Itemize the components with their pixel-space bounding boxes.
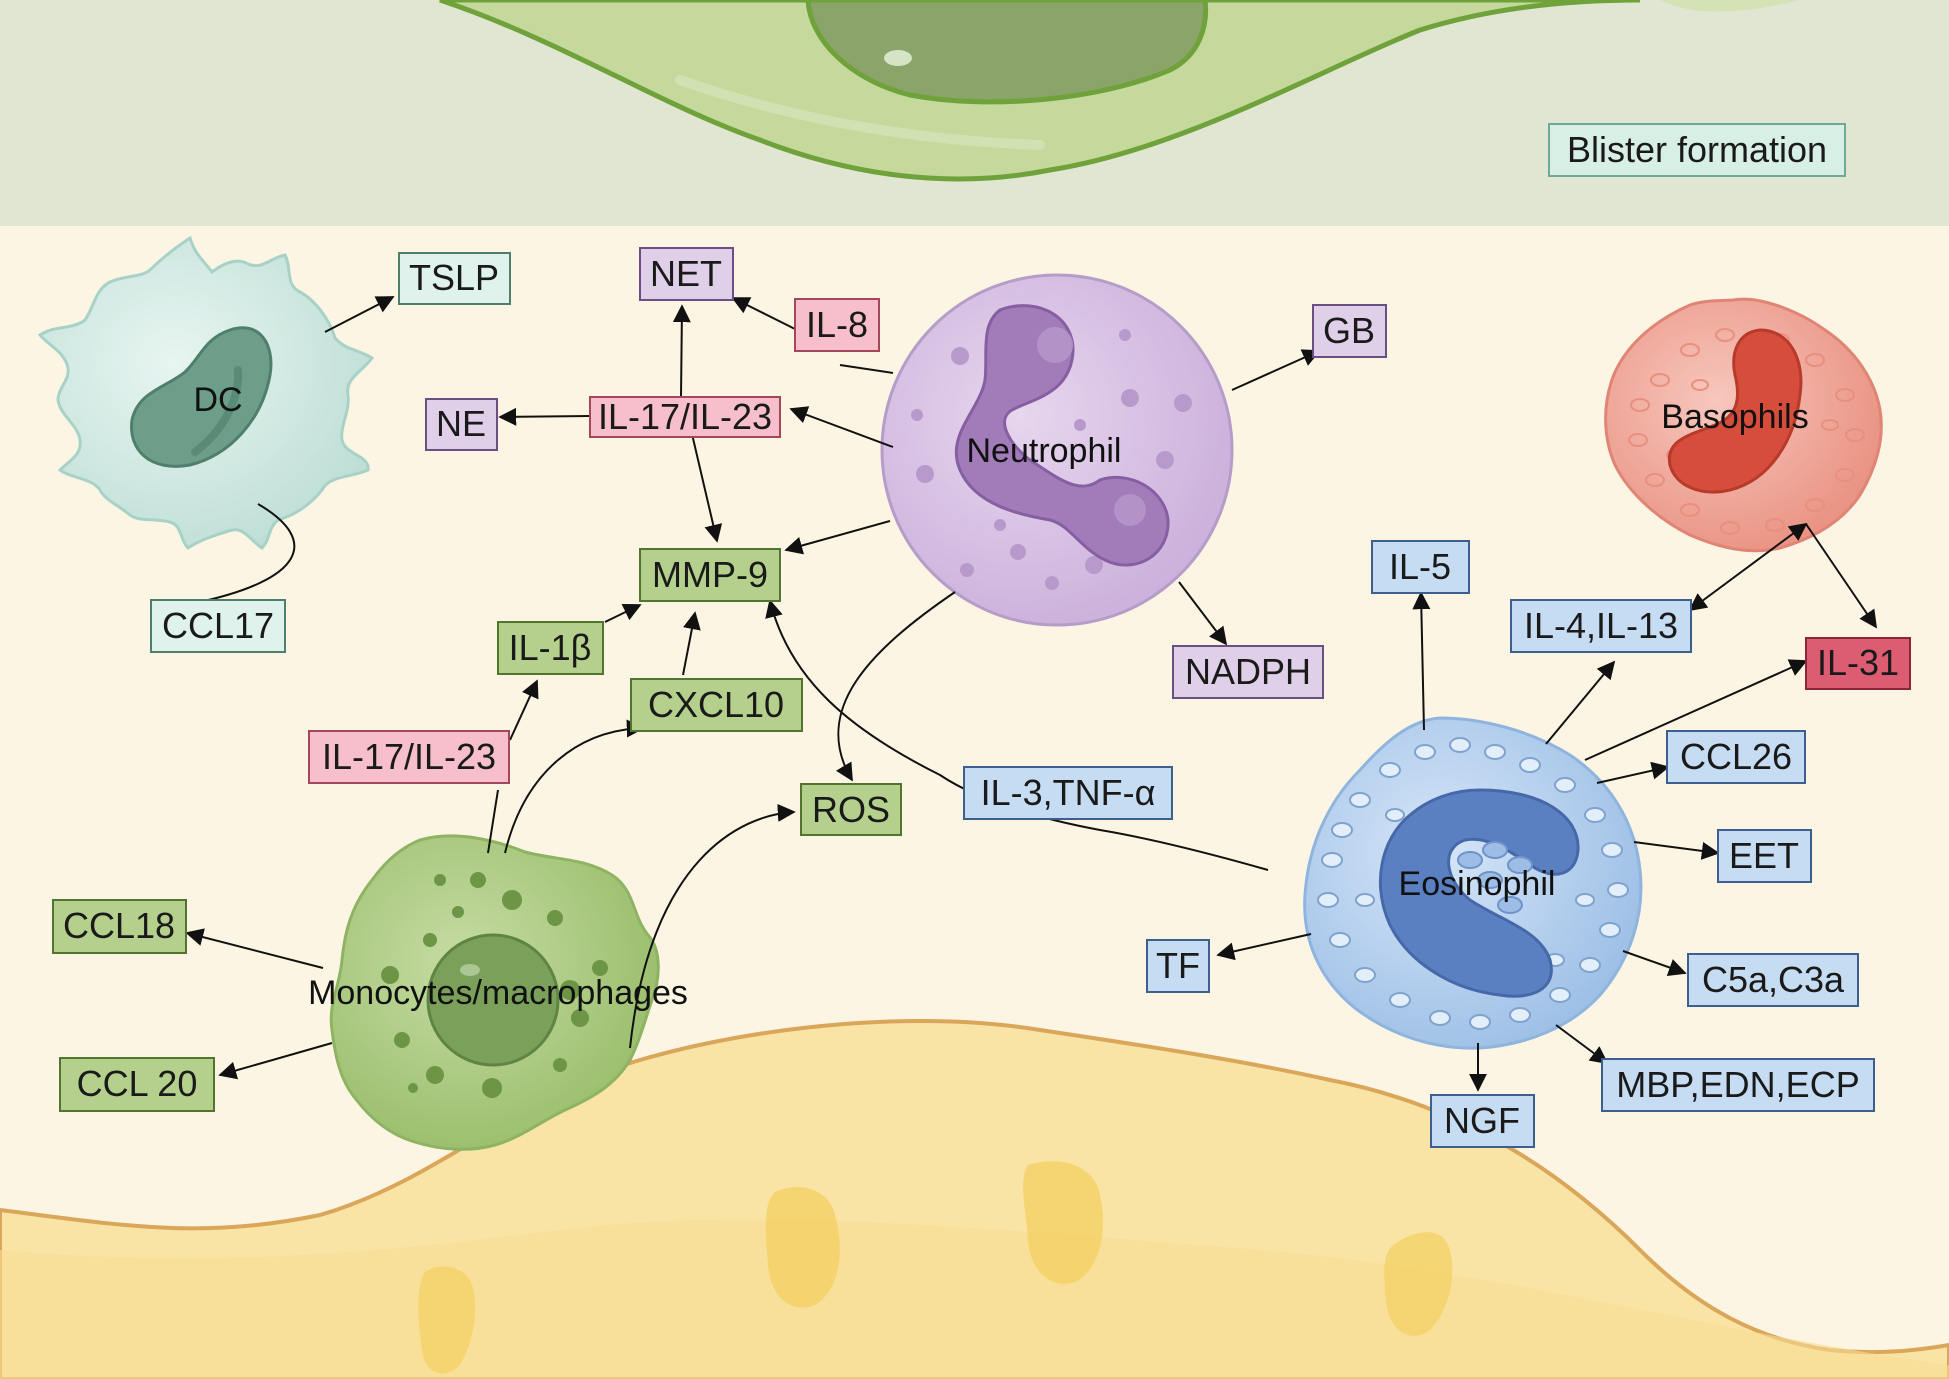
mmp9-box: MMP-9 bbox=[639, 548, 781, 602]
net-box: NET bbox=[639, 247, 734, 301]
svg-text:TF: TF bbox=[1156, 945, 1200, 986]
ne-box: NE bbox=[425, 398, 498, 451]
arrow-monocyte-ccl20 bbox=[218, 1042, 333, 1080]
il4-il13-box: IL-4,IL-13 bbox=[1510, 599, 1692, 653]
label-boxes: Blister formation TSLP CCL17 NET IL-8 IL… bbox=[52, 123, 1911, 1148]
ccl17-box: CCL17 bbox=[150, 599, 286, 653]
arrow-eosinophil-mbp bbox=[1555, 1024, 1609, 1065]
arrow-neutrophil-ros bbox=[835, 591, 956, 782]
monocytes-label: Monocytes/macrophages bbox=[308, 974, 688, 1012]
svg-text:ROS: ROS bbox=[812, 789, 890, 830]
svg-text:IL-3,TNF-α: IL-3,TNF-α bbox=[981, 772, 1156, 813]
svg-text:GB: GB bbox=[1323, 310, 1375, 351]
arrow-cxcl10-mmp9 bbox=[682, 611, 701, 676]
ngf-box: NGF bbox=[1430, 1094, 1535, 1148]
cxcl10-box: CXCL10 bbox=[630, 678, 803, 732]
dc-cell: DC bbox=[37, 235, 375, 550]
svg-text:NET: NET bbox=[650, 253, 722, 294]
svg-text:MBP,EDN,ECP: MBP,EDN,ECP bbox=[1616, 1064, 1859, 1105]
arrow-eosinophil-eet bbox=[1633, 841, 1720, 860]
arrow-eosinophil-c5a bbox=[1622, 950, 1687, 977]
gb-box: GB bbox=[1312, 304, 1387, 358]
mbp-edn-ecp-box: MBP,EDN,ECP bbox=[1601, 1058, 1875, 1112]
il31-box: IL-31 bbox=[1805, 637, 1911, 690]
svg-text:CXCL10: CXCL10 bbox=[648, 684, 784, 725]
arrow-il17-net bbox=[672, 304, 691, 398]
svg-text:MMP-9: MMP-9 bbox=[652, 554, 768, 595]
blister-formation-box: Blister formation bbox=[1548, 123, 1846, 177]
svg-text:CCL26: CCL26 bbox=[1680, 736, 1792, 777]
il17-il23-top-box: IL-17/IL-23 bbox=[589, 396, 781, 438]
c5a-c3a-box: C5a,C3a bbox=[1687, 953, 1859, 1007]
neutrophil-cell: Neutrophil bbox=[880, 273, 1234, 627]
line-neutrophil-il8 bbox=[839, 364, 894, 374]
arrow-il17-ne bbox=[498, 407, 591, 426]
line-monocyte-il17 bbox=[487, 789, 499, 854]
basophils-cell: Basophils bbox=[1604, 297, 1883, 553]
il3-tnfa-box: IL-3,TNF-α bbox=[963, 766, 1173, 820]
arrow-il17-mmp9 bbox=[691, 433, 723, 543]
arrow-basophils-il31 bbox=[1805, 523, 1878, 629]
arrow-il4-basophils bbox=[1688, 522, 1808, 612]
svg-text:IL-5: IL-5 bbox=[1389, 546, 1451, 587]
svg-text:IL-4,IL-13: IL-4,IL-13 bbox=[1524, 605, 1678, 646]
svg-text:NGF: NGF bbox=[1444, 1100, 1520, 1141]
svg-text:TSLP: TSLP bbox=[409, 257, 499, 298]
monocyte-cell: Monocytes/macrophages bbox=[308, 834, 688, 1151]
arrow-eosinophil-tf bbox=[1216, 933, 1312, 961]
eosinophil-cell: Eosinophil bbox=[1303, 716, 1643, 1050]
nadph-box: NADPH bbox=[1172, 645, 1324, 699]
svg-text:CCL 20: CCL 20 bbox=[77, 1063, 198, 1104]
arrow-monocyte-ccl18 bbox=[185, 928, 324, 969]
svg-text:C5a,C3a: C5a,C3a bbox=[1702, 959, 1845, 1000]
dc-label: DC bbox=[193, 381, 242, 419]
svg-text:IL-1β: IL-1β bbox=[509, 627, 592, 668]
arrow-eosinophil-il31 bbox=[1584, 659, 1808, 761]
arrow-neutrophil-mmp9 bbox=[784, 520, 891, 555]
line-dc-ccl17 bbox=[194, 503, 296, 604]
arrow-neutrophil-nadph bbox=[1178, 581, 1228, 646]
tf-box: TF bbox=[1146, 939, 1210, 993]
ccl20-box: CCL 20 bbox=[59, 1057, 215, 1112]
il8-box: IL-8 bbox=[794, 298, 880, 352]
arrow-monocyte-cxcl10 bbox=[504, 719, 645, 854]
svg-text:CCL18: CCL18 bbox=[63, 905, 175, 946]
svg-text:NADPH: NADPH bbox=[1185, 651, 1311, 692]
eet-box: EET bbox=[1717, 829, 1812, 883]
il1b-box: IL-1β bbox=[497, 621, 604, 675]
ros-box: ROS bbox=[800, 783, 902, 836]
arrow-monocyte-ros bbox=[629, 803, 796, 1049]
svg-text:Blister formation: Blister formation bbox=[1567, 129, 1827, 170]
svg-text:IL-8: IL-8 bbox=[806, 304, 868, 345]
arrow-eosinophil-il4 bbox=[1545, 660, 1616, 745]
arrow-eosinophil-il5 bbox=[1412, 591, 1431, 731]
svg-text:NE: NE bbox=[436, 403, 486, 444]
arrow-eosinophil-ccl26 bbox=[1596, 761, 1670, 784]
svg-text:IL-17/IL-23: IL-17/IL-23 bbox=[598, 396, 772, 437]
tslp-box: TSLP bbox=[398, 252, 511, 305]
basophils-label: Basophils bbox=[1661, 398, 1808, 436]
svg-text:IL-31: IL-31 bbox=[1817, 642, 1899, 683]
eosinophil-label: Eosinophil bbox=[1399, 865, 1556, 903]
arrow-il17-il1b bbox=[509, 679, 539, 741]
arrow-il1b-mmp9 bbox=[604, 603, 642, 623]
svg-text:EET: EET bbox=[1729, 835, 1799, 876]
il17-il23-low-box: IL-17/IL-23 bbox=[308, 730, 510, 784]
arrow-neutrophil-gb bbox=[1231, 349, 1321, 391]
ccl18-box: CCL18 bbox=[52, 899, 187, 954]
arrow-neutrophil-il17 bbox=[789, 406, 894, 448]
arrow-dc-tslp bbox=[324, 296, 395, 333]
ccl26-box: CCL26 bbox=[1666, 730, 1806, 784]
svg-text:IL-17/IL-23: IL-17/IL-23 bbox=[322, 736, 496, 777]
arrow-il8-net bbox=[731, 297, 796, 330]
il5-box: IL-5 bbox=[1371, 540, 1470, 594]
svg-text:CCL17: CCL17 bbox=[162, 605, 274, 646]
neutrophil-label: Neutrophil bbox=[967, 432, 1122, 470]
